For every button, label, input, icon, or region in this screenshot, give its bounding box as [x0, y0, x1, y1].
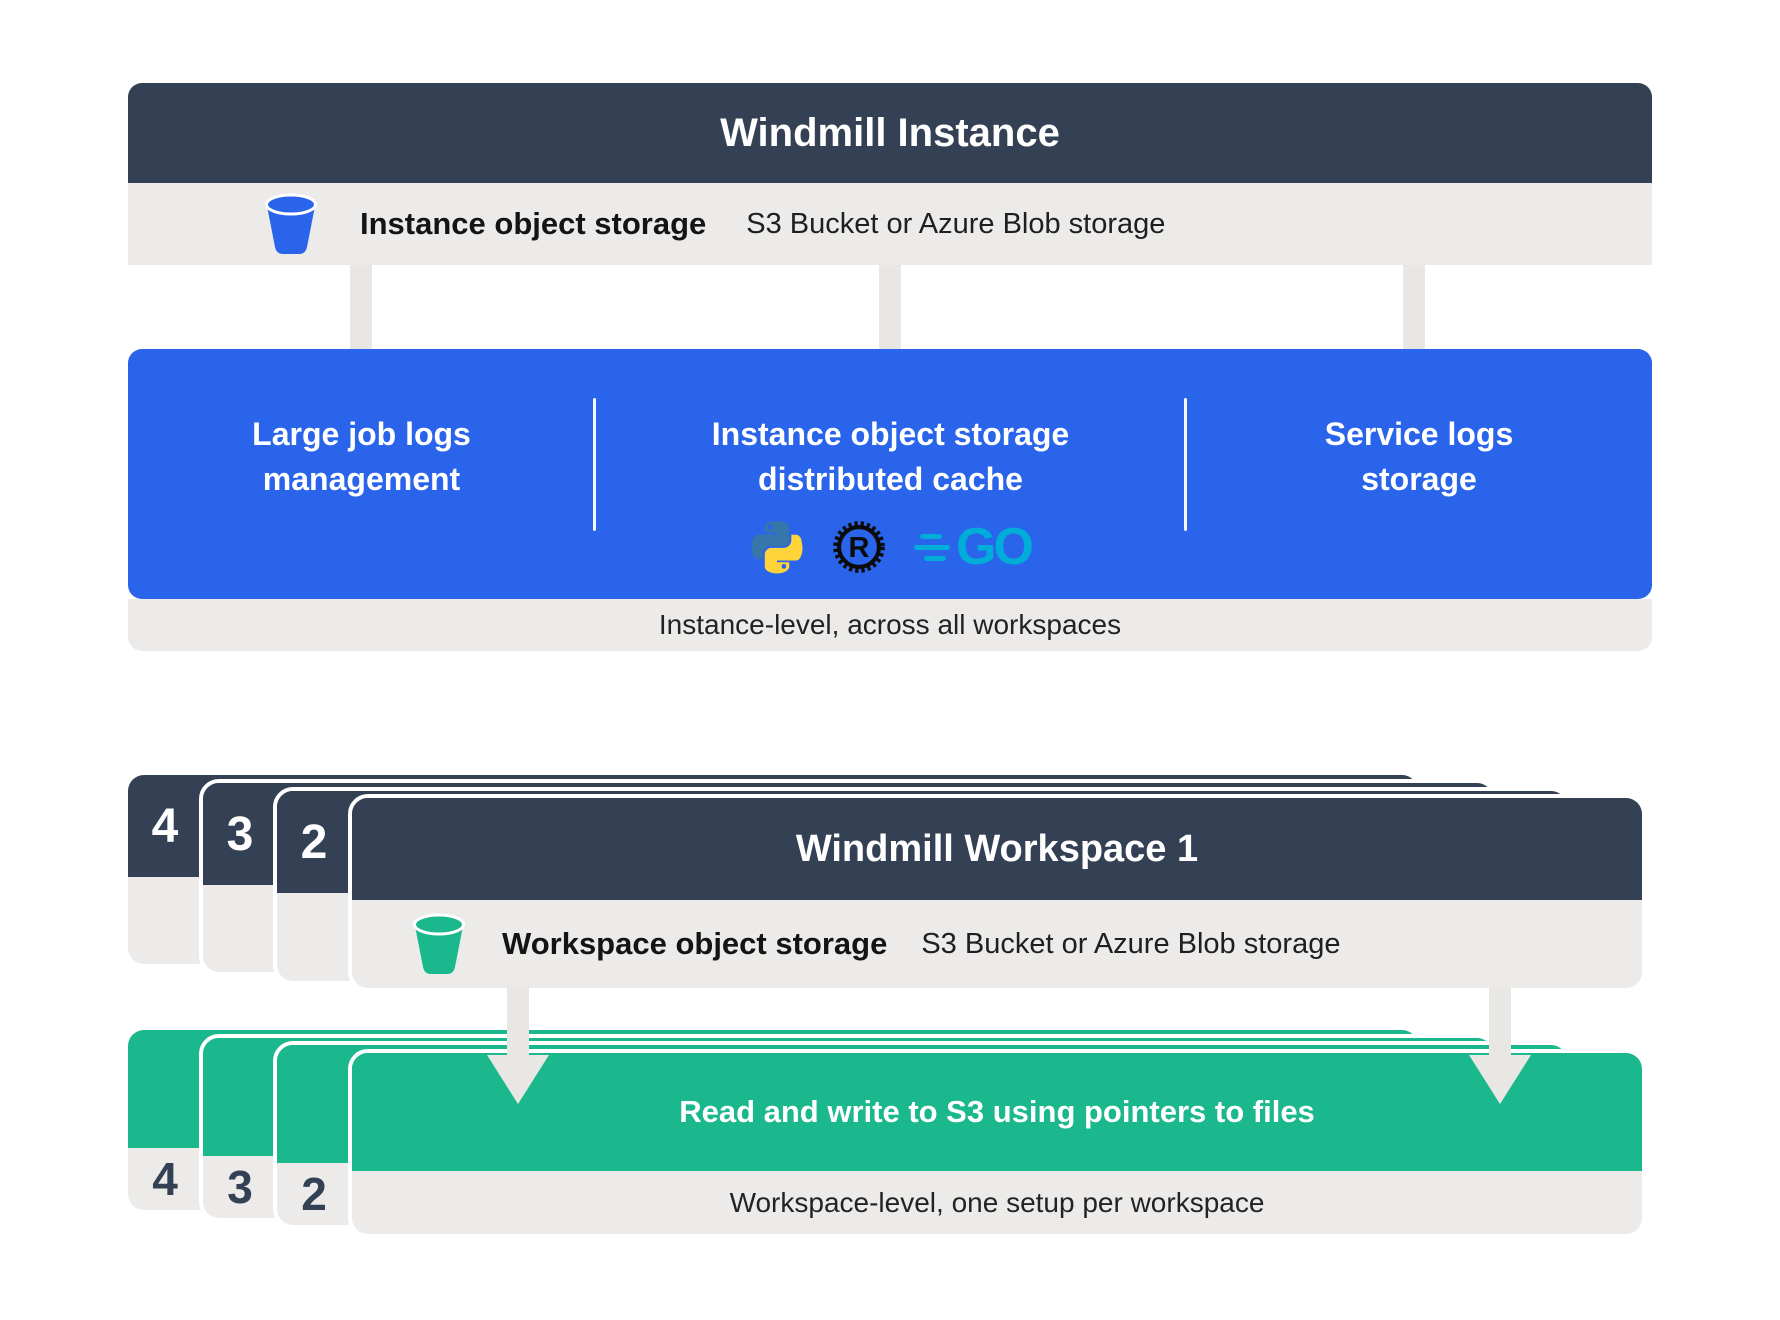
language-icons-row: R GO	[595, 515, 1186, 579]
feature-distributed-cache: Instance object storage distributed cach…	[711, 416, 1070, 497]
feature-service-logs: Service logs storage	[1324, 416, 1514, 497]
go-label: GO	[956, 518, 1034, 576]
instance-storage-detail: S3 Bucket or Azure Blob storage	[746, 207, 1166, 240]
workspace-number: 3	[227, 1161, 253, 1213]
workspace-card-1: Windmill Workspace 1 Workspace object st…	[348, 794, 1646, 992]
workspace-number: 4	[151, 799, 179, 853]
go-icon: GO	[914, 518, 1034, 576]
column-divider	[1184, 398, 1187, 531]
down-arrow-icon	[487, 1055, 549, 1104]
bucket-icon	[413, 913, 465, 974]
workspace-storage-detail: S3 Bucket or Azure Blob storage	[921, 927, 1341, 960]
workspace-storage-label: Workspace object storage	[502, 926, 888, 961]
instance-footer-bar: Instance-level, across all workspaces	[128, 599, 1652, 651]
instance-footer-text: Instance-level, across all workspaces	[658, 609, 1122, 640]
workspace-footer-text: Workspace-level, one setup per workspace	[729, 1186, 1265, 1218]
instance-header: Windmill Instance	[128, 83, 1652, 183]
s3-action-band: Read and write to S3 using pointers to f…	[352, 1053, 1642, 1171]
down-arrow-icon	[1489, 987, 1511, 1057]
down-arrow-icon	[1469, 1055, 1531, 1104]
workspace-storage-bar: Workspace object storage S3 Bucket or Az…	[352, 900, 1642, 988]
python-icon	[751, 521, 803, 574]
instance-storage-label: Instance object storage	[360, 206, 707, 241]
workspace-s3-card-1: Read and write to S3 using pointers to f…	[348, 1049, 1646, 1238]
workspace-title: Windmill Workspace 1	[795, 827, 1199, 870]
feature-large-job-logs: Large job logs management	[252, 416, 471, 497]
workspace-number: 2	[301, 1168, 327, 1220]
column-divider	[593, 398, 596, 531]
instance-storage-bar: Instance object storage S3 Bucket or Azu…	[128, 183, 1652, 265]
workspace-number: 4	[152, 1153, 178, 1205]
workspace-header: Windmill Workspace 1	[352, 798, 1642, 900]
bucket-icon	[265, 193, 317, 254]
instance-features-box: Large job logs management Instance objec…	[128, 349, 1652, 599]
down-arrow-icon	[350, 265, 372, 351]
workspace-footer-bar: Workspace-level, one setup per workspace	[352, 1171, 1642, 1234]
down-arrow-icon	[507, 987, 529, 1057]
instance-title: Windmill Instance	[720, 110, 1060, 155]
rust-letter: R	[849, 532, 870, 564]
s3-action-text: Read and write to S3 using pointers to f…	[679, 1094, 1315, 1129]
workspace-number: 2	[300, 815, 328, 869]
down-arrow-icon	[879, 265, 901, 351]
down-arrow-icon	[1403, 265, 1425, 351]
rust-icon: R	[833, 521, 885, 573]
workspace-number: 3	[226, 807, 254, 861]
